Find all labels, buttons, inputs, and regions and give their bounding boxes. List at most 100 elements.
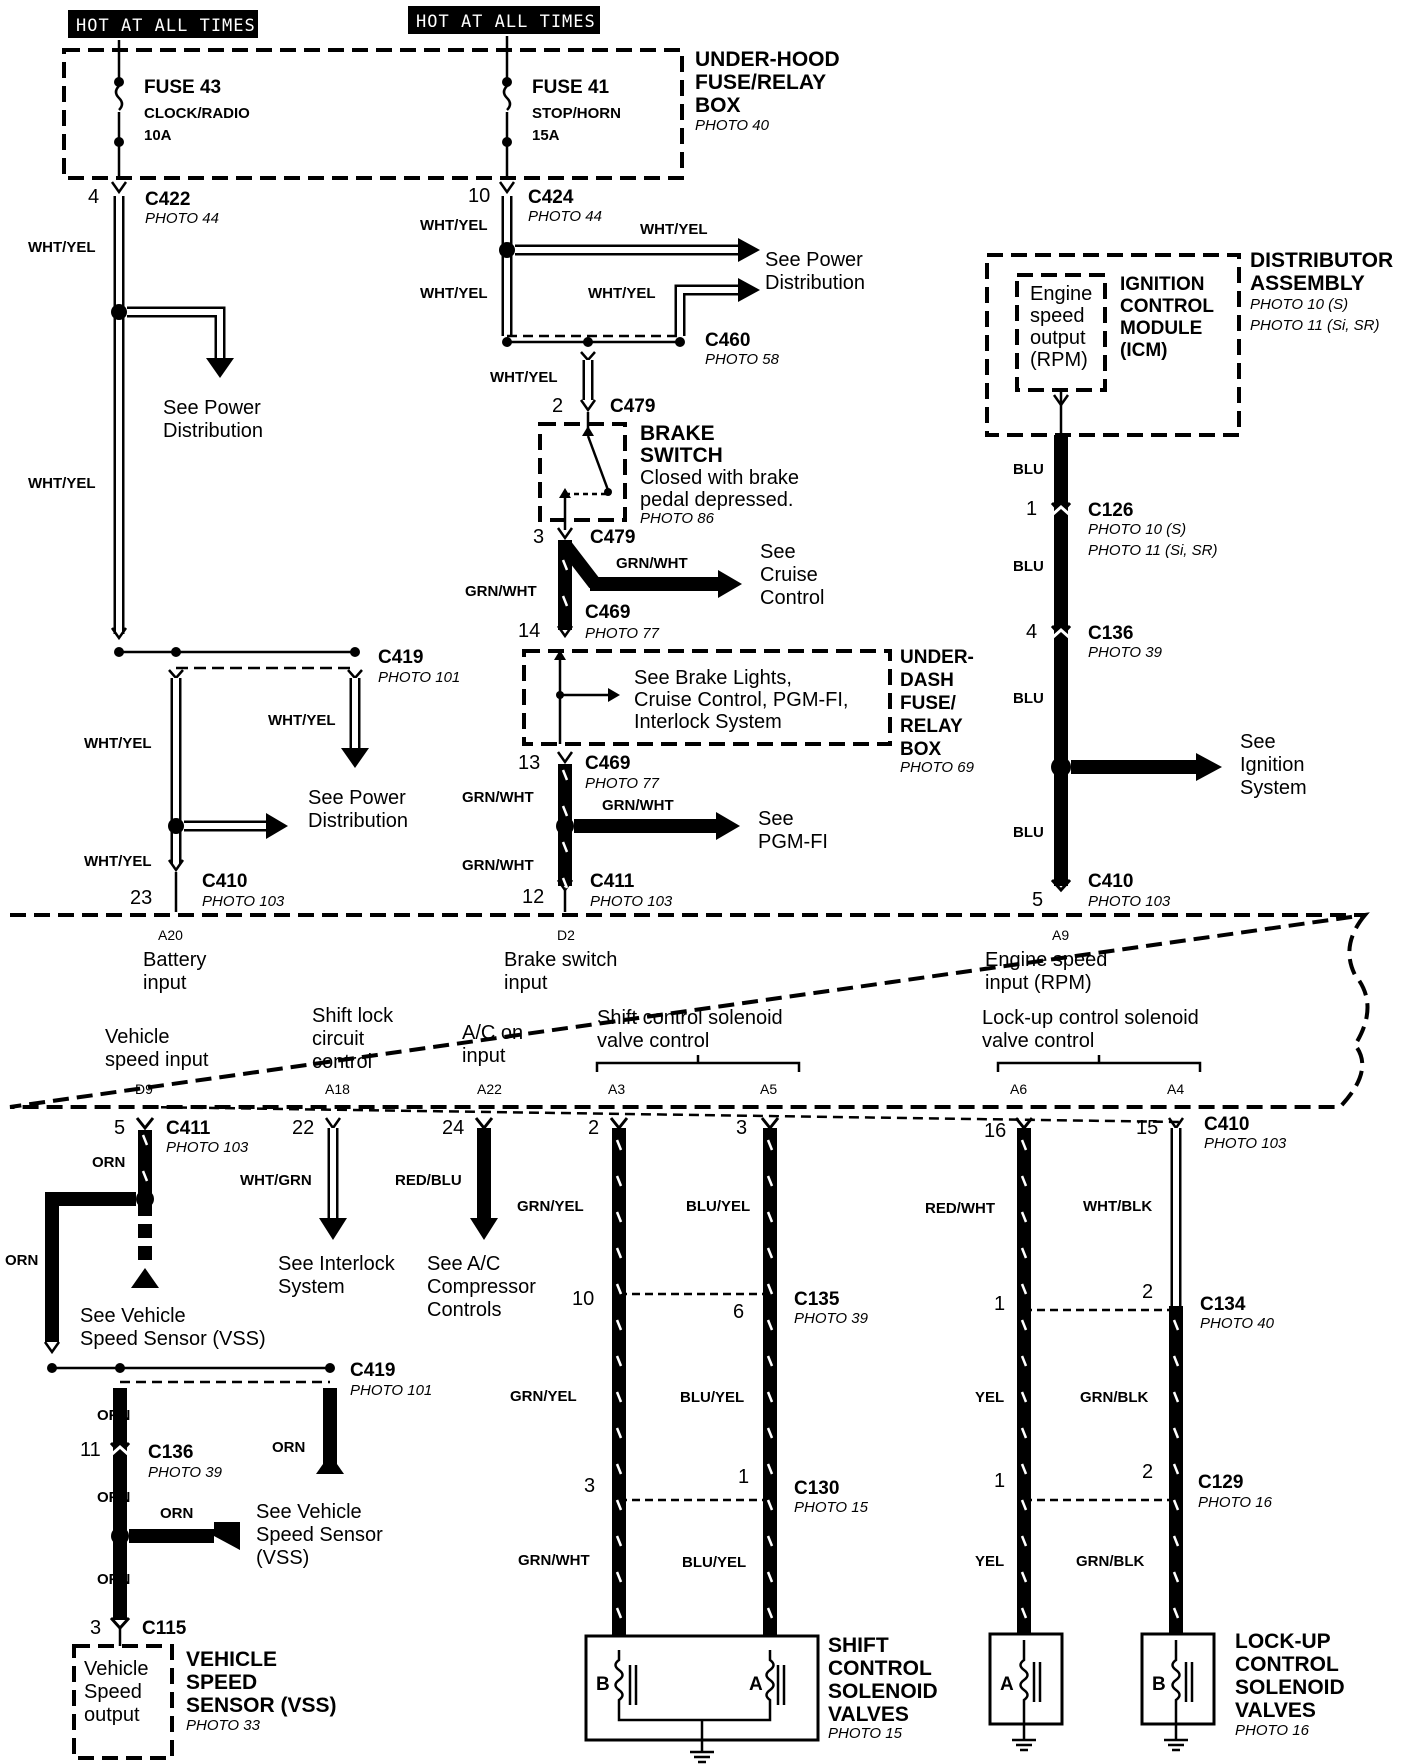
wire-label-whtyel-6: WHT/YEL (420, 217, 488, 234)
fuse43-name: FUSE 43 (144, 77, 221, 98)
c419-bot-photo: PHOTO 101 (350, 1382, 432, 1399)
c410-right-pin: 5 (1032, 889, 1043, 911)
wire-hatch (766, 1499, 774, 1511)
interlock-ac-circuit: 22 WHT/GRN See Interlock System 24 RED/B… (240, 1117, 536, 1321)
c479-bot-name: C479 (590, 527, 635, 548)
lockup-solenoid-circuit: 16 15 C410 PHOTO 103 RED/WHT WHT/BLK 1 2… (925, 1114, 1345, 1752)
c410-right-name: C410 (1088, 871, 1133, 892)
shift-sol-title-2: CONTROL (828, 1657, 932, 1680)
distributor-title-2: ASSEMBLY (1250, 272, 1365, 295)
shift-lock-3: control (312, 1051, 372, 1073)
pin-2: 2 (588, 1117, 599, 1139)
wire-hatch (1020, 1427, 1028, 1439)
ac-on-1: A/C on (462, 1022, 523, 1044)
power-dist-1-line2: Distribution (163, 420, 263, 442)
wire-label-orn-5: ORN (97, 1489, 130, 1506)
vss-ref-2-line2: Speed Sensor (256, 1524, 383, 1546)
underdash-title-3: FUSE/ (900, 693, 957, 714)
wire-label-whtyel-10: WHT/YEL (490, 369, 558, 386)
vss-ref-1-line2: Speed Sensor (VSS) (80, 1328, 266, 1350)
brake-input-2: input (504, 972, 548, 994)
hot-label-left: HOT AT ALL TIMES (68, 10, 258, 38)
c130-pin-a: 3 (584, 1475, 595, 1497)
wire-hatch (1172, 1571, 1180, 1583)
wire-hatch (615, 1319, 623, 1331)
power-dist-3-line2: Distribution (765, 272, 865, 294)
c135-pin-a: 10 (572, 1288, 594, 1310)
wire-hatch (561, 841, 569, 853)
c136-bot-photo: PHOTO 39 (148, 1464, 223, 1481)
brake-switch-circuit: 10 C424 PHOTO 44 WHT/YEL WHT/YEL WHT/YEL… (420, 181, 975, 912)
c115-name: C115 (142, 1618, 187, 1639)
vss-output-3: output (84, 1704, 140, 1726)
cruise-line2: Cruise (760, 564, 818, 586)
wire-label-redwht: RED/WHT (925, 1200, 995, 1217)
c411-bot-name: C411 (166, 1118, 211, 1139)
distributor-circuit: Engine speed output (RPM) IGNITION CONTR… (985, 249, 1393, 911)
c126-photo1: PHOTO 10 (S) (1088, 521, 1186, 538)
wire-label-blu-2: BLU (1013, 558, 1044, 575)
fusebox-title-2: FUSE/RELAY (695, 71, 826, 94)
c410-bot-photo: PHOTO 103 (1204, 1135, 1287, 1152)
pcm-box: A20 D2 A9 Battery input Brake switch inp… (9, 912, 1370, 1109)
c134-pin-a: 1 (994, 1293, 1005, 1315)
battery-input-2: input (143, 972, 187, 994)
shift-sol-title-3: SOLENOID (828, 1680, 938, 1703)
c130-photo: PHOTO 15 (794, 1499, 869, 1516)
pin-a9: A9 (1052, 927, 1069, 943)
wire-label-grnwht-4: GRN/WHT (462, 857, 534, 874)
c134-name: C134 (1200, 1294, 1246, 1315)
icm-line4: (ICM) (1120, 340, 1167, 361)
wire-label-orn-2: ORN (5, 1252, 38, 1269)
wire-hatch (615, 1247, 623, 1259)
c424-photo: PHOTO 44 (528, 208, 602, 225)
c135-name: C135 (794, 1289, 840, 1310)
wire-hatch (766, 1355, 774, 1367)
wire-hatch (561, 877, 569, 889)
c469-top-pin: 14 (518, 620, 540, 642)
c410-left-name: C410 (202, 871, 247, 892)
fusebox-title-1: UNDER-HOOD (695, 48, 840, 71)
wire-hatch (766, 1571, 774, 1583)
pin-a20: A20 (158, 927, 183, 943)
wire-label-orn-3: ORN (272, 1439, 305, 1456)
shift-sol-b: B (596, 1674, 610, 1695)
shift-ctrl-1: Shift control solenoid (597, 1007, 783, 1029)
wire-hatch (561, 805, 569, 817)
c136-top-name: C136 (1088, 623, 1133, 644)
vss-title-2: SPEED (186, 1671, 257, 1694)
c135-pin-b: 6 (733, 1301, 744, 1323)
c136-top-pin: 4 (1026, 621, 1037, 643)
wire-label-whtyel-3: WHT/YEL (84, 735, 152, 752)
c129-pin-a: 1 (994, 1470, 1005, 1492)
wire-hatch (766, 1319, 774, 1331)
wire-hatch (1172, 1319, 1180, 1331)
pgmfi-line2: PGM-FI (758, 831, 828, 853)
fuse41-desc: STOP/HORN (532, 105, 621, 122)
wire-hatch (1172, 1535, 1180, 1547)
c126-photo2: PHOTO 11 (Si, SR) (1088, 542, 1217, 559)
wire-hatch (1020, 1247, 1028, 1259)
c479-top-name: C479 (610, 396, 655, 417)
shift-sol-title-1: SHIFT (828, 1634, 889, 1657)
wire-hatch (615, 1211, 623, 1223)
wire-label-grnyel-1: GRN/YEL (517, 1198, 584, 1215)
c479-bot-pin: 3 (533, 526, 544, 548)
c411-top-pin: 12 (522, 886, 544, 908)
vss-ref-1-line1: See Vehicle (80, 1305, 186, 1327)
c469-bot-pin: 13 (518, 752, 540, 774)
c422-name: C422 (145, 189, 190, 210)
c136-bot-pin: 11 (80, 1439, 101, 1461)
wire-hatch (1020, 1139, 1028, 1151)
wire-hatch (1020, 1499, 1028, 1511)
hot-label-right: HOT AT ALL TIMES (408, 6, 600, 34)
interlock-line1: See Interlock (278, 1253, 396, 1275)
vss-circuit: 5 C411 PHOTO 103 ORN ORN See Vehicle Spe… (5, 1105, 1181, 1760)
c410-left-pin: 23 (130, 887, 152, 909)
wire-label-blu-1: BLU (1013, 461, 1044, 478)
ac-line1: See A/C (427, 1253, 500, 1275)
interlock-line2: System (278, 1276, 345, 1298)
vss-title-3: SENSOR (VSS) (186, 1694, 337, 1717)
fuse43-desc: CLOCK/RADIO (144, 105, 250, 122)
wire-label-whtyel-1: WHT/YEL (28, 239, 96, 256)
